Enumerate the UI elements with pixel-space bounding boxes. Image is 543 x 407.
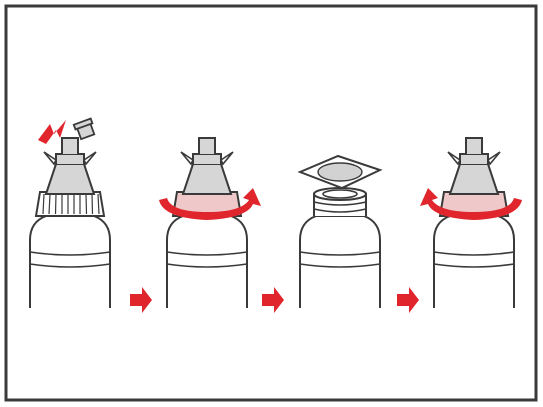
- step-1-snap-off-tip: [29, 117, 111, 309]
- rotate-arrow-icon: [159, 188, 261, 220]
- snap-spark-icon: [38, 120, 66, 144]
- step-3-remove-seal: [297, 154, 383, 309]
- step-4-twist-on-cap: [420, 137, 522, 309]
- open-bottle-icon: [299, 187, 381, 309]
- step-2-twist-off-cap: [159, 137, 261, 309]
- rotate-arrow-icon: [420, 188, 522, 220]
- seal-icon: [297, 154, 383, 190]
- broken-cap-icon: [72, 117, 96, 141]
